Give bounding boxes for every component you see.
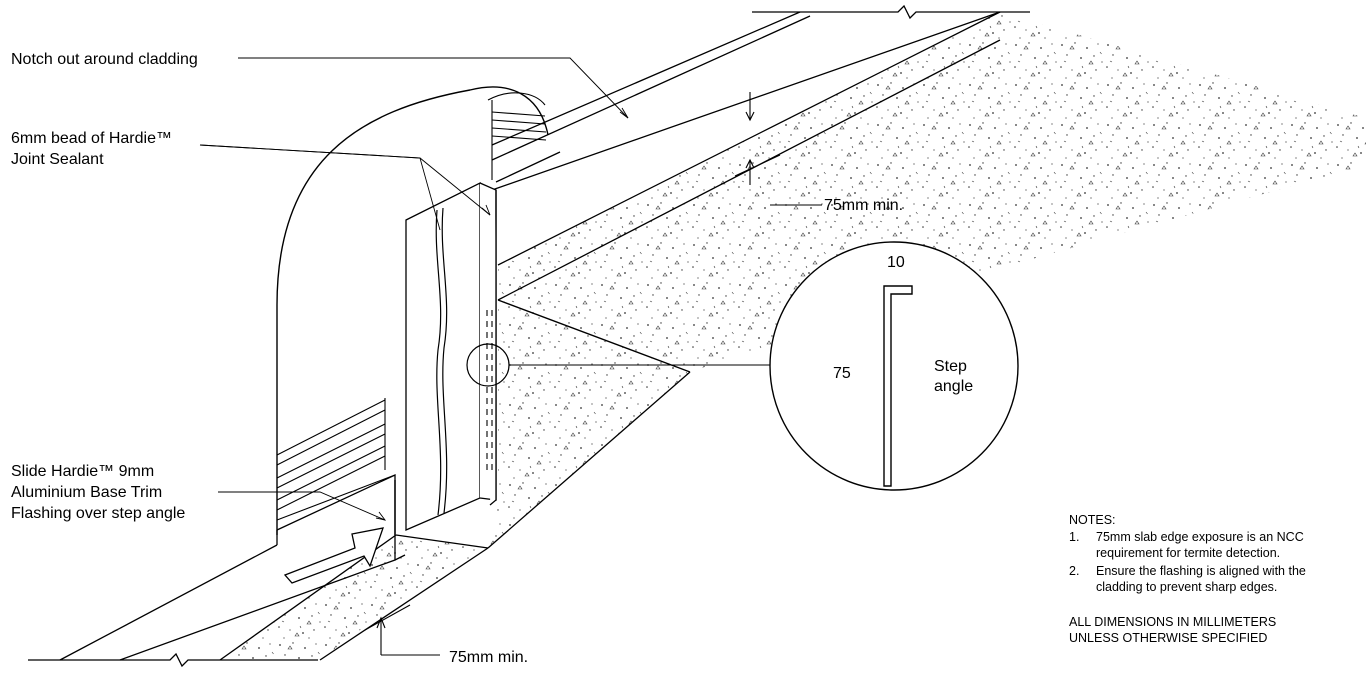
- dimension-label-upper: 75mm min.: [824, 197, 904, 214]
- cladding-boards-lower: [276, 398, 396, 521]
- detail-dim-side: 75: [833, 365, 851, 382]
- dimension-lower: [364, 604, 440, 656]
- flashing-fixings: [486, 310, 493, 470]
- note-2-line1: Ensure the flashing is aligned with the: [1096, 564, 1306, 578]
- slide-direction-arrow: [283, 527, 384, 584]
- notes-footer-line1: ALL DIMENSIONS IN MILLIMETERS: [1069, 615, 1277, 629]
- callout-slide-line3: Flashing over step angle: [11, 505, 186, 522]
- break-line-top: [752, 4, 1030, 20]
- break-line-bottom: [28, 652, 318, 668]
- callout-slide-line2: Aluminium Base Trim: [11, 484, 163, 501]
- notes-heading: NOTES:: [1069, 513, 1116, 527]
- note-1-line1: 75mm slab edge exposure is an NCC: [1096, 530, 1304, 544]
- upper-rail: [491, 11, 1001, 191]
- detail-dim-top: 10: [887, 254, 905, 271]
- detail-circle: [769, 241, 1019, 491]
- cladding-boards-upper: [487, 92, 547, 180]
- detail-label-line1: Step: [934, 358, 967, 375]
- leader-lines: [199, 57, 629, 521]
- callout-slide-line1: Slide Hardie™ 9mm: [11, 463, 155, 480]
- notes-footer-line2: UNLESS OTHERWISE SPECIFIED: [1069, 631, 1268, 645]
- dimension-upper: [734, 92, 822, 206]
- step-angle-panel: [405, 181, 497, 531]
- note-1-num: 1.: [1069, 530, 1080, 544]
- dimension-label-lower: 75mm min.: [449, 649, 529, 666]
- callout-notch: Notch out around cladding: [11, 51, 198, 68]
- step-angle-profile: [883, 285, 913, 487]
- callout-bead-line1: 6mm bead of Hardie™: [11, 130, 172, 147]
- note-2-num: 2.: [1069, 564, 1080, 578]
- callout-bead-line2: Joint Sealant: [11, 151, 104, 168]
- note-1-line2: requirement for termite detection.: [1096, 546, 1281, 560]
- sealant-bead: [435, 207, 448, 516]
- detail-label-line2: angle: [934, 378, 974, 395]
- note-2-line2: cladding to prevent sharp edges.: [1096, 580, 1278, 594]
- concrete-slab-front: [488, 300, 690, 548]
- concrete-strip-lower: [220, 535, 488, 660]
- concrete-slab-upper: [498, 12, 1366, 372]
- base-trim: [59, 473, 406, 661]
